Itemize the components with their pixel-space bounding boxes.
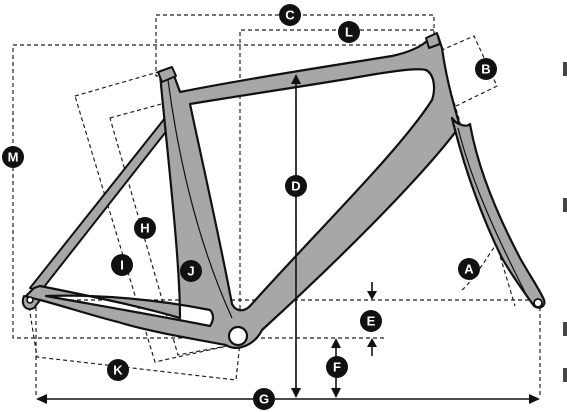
badge-c-text: C — [285, 8, 295, 23]
badge-m-text: M — [8, 150, 19, 165]
badge-j: J — [180, 260, 202, 282]
edge-fragment-3 — [563, 322, 567, 336]
construction-lines — [12, 14, 541, 396]
fork — [450, 116, 546, 309]
dim-k-guide — [27, 299, 241, 381]
badge-b-text: B — [481, 62, 490, 77]
badge-a: A — [458, 258, 480, 280]
dim-g-arrowhead-left — [36, 394, 47, 404]
edge-fragment-4 — [563, 368, 567, 382]
bottom-bracket — [227, 325, 249, 347]
badge-g: G — [253, 388, 275, 410]
bike-frame — [21, 32, 546, 349]
badge-f-text: F — [333, 360, 341, 375]
dim-m-guide — [12, 44, 430, 339]
dim-e-arrowhead-bottom — [367, 338, 377, 347]
right-edge-fragments — [563, 62, 567, 382]
badge-m: M — [2, 146, 24, 168]
dim-d-arrowhead-top — [291, 74, 301, 84]
badge-l-text: L — [345, 25, 353, 40]
badge-k: K — [107, 359, 129, 381]
badge-e: E — [360, 310, 382, 332]
seat-stay — [29, 117, 173, 293]
badge-c: C — [279, 4, 301, 26]
badge-a-text: A — [464, 262, 474, 277]
edge-fragment-1 — [563, 62, 567, 76]
dim-l-guide — [239, 29, 434, 330]
badge-k-text: K — [113, 363, 123, 378]
badge-d: D — [285, 175, 307, 197]
dim-e-arrowhead-top — [367, 291, 377, 300]
dim-d-arrowhead-bottom — [291, 388, 301, 398]
rear-axle — [26, 296, 34, 304]
badge-d-text: D — [291, 179, 300, 194]
badge-i-text: I — [120, 258, 124, 273]
dim-i-guide — [109, 99, 244, 356]
seat-clamp — [157, 66, 177, 83]
badge-b: B — [475, 58, 497, 80]
badge-g-text: G — [259, 392, 269, 407]
dim-f-arrowhead-bottom — [331, 388, 341, 398]
badge-e-text: E — [367, 314, 376, 329]
edge-fragment-2 — [563, 198, 567, 212]
dim-b-guide — [427, 35, 498, 109]
badge-f: F — [326, 356, 348, 378]
seat-tube-edge — [167, 79, 233, 319]
dim-f-arrowhead-top — [331, 338, 341, 348]
main-triangle — [24, 34, 462, 349]
head-tube-cap — [425, 32, 441, 49]
badge-h-text: H — [140, 221, 149, 236]
front-dropout — [533, 298, 543, 308]
dimension-arrows — [36, 74, 540, 404]
badge-h: H — [134, 217, 156, 239]
label-badges: C L B M D H I J — [2, 4, 497, 410]
dim-g-arrowhead-right — [529, 394, 540, 404]
badge-l: L — [338, 21, 360, 43]
fork-center-line — [457, 127, 529, 299]
badge-i: I — [111, 254, 133, 276]
badge-j-text: J — [187, 264, 194, 279]
